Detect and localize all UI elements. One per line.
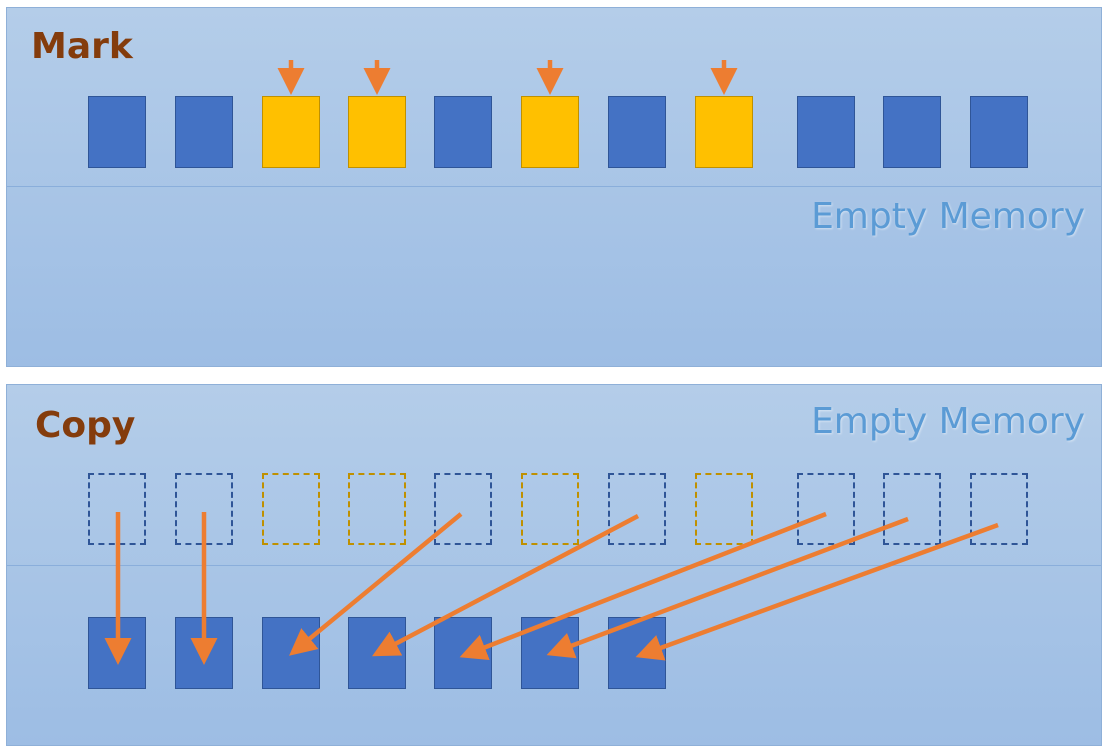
copy-arrow (372, 514, 640, 657)
live-object-block (883, 96, 941, 168)
old-marked-slot (262, 473, 320, 545)
marked-object-block (521, 96, 579, 168)
copy-arrow (289, 512, 463, 656)
copy-arrow (459, 511, 827, 661)
old-marked-slot (695, 473, 753, 545)
copy-divider (7, 565, 1101, 566)
marked-object-block (348, 96, 406, 168)
old-live-slot (434, 473, 492, 545)
live-object-block (970, 96, 1028, 168)
mark-empty-memory-label: Empty Memory (811, 196, 1085, 237)
copy-title: Copy (35, 405, 136, 446)
old-marked-slot (348, 473, 406, 545)
marked-object-block (262, 96, 320, 168)
live-object-block (797, 96, 855, 168)
old-marked-slot (521, 473, 579, 545)
live-object-block (175, 96, 233, 168)
copy-arrow (546, 516, 909, 659)
live-object-block (88, 96, 146, 168)
mark-title: Mark (31, 26, 133, 67)
live-object-block (434, 96, 492, 168)
old-live-slot (970, 473, 1028, 545)
old-live-slot (797, 473, 855, 545)
copy-arrow (635, 522, 999, 661)
marked-object-block (695, 96, 753, 168)
mark-panel: Mark Empty Memory (6, 7, 1102, 367)
mark-divider (7, 186, 1101, 187)
old-live-slot (608, 473, 666, 545)
live-object-block (608, 96, 666, 168)
copy-empty-memory-label: Empty Memory (811, 401, 1085, 442)
old-live-slot (883, 473, 941, 545)
